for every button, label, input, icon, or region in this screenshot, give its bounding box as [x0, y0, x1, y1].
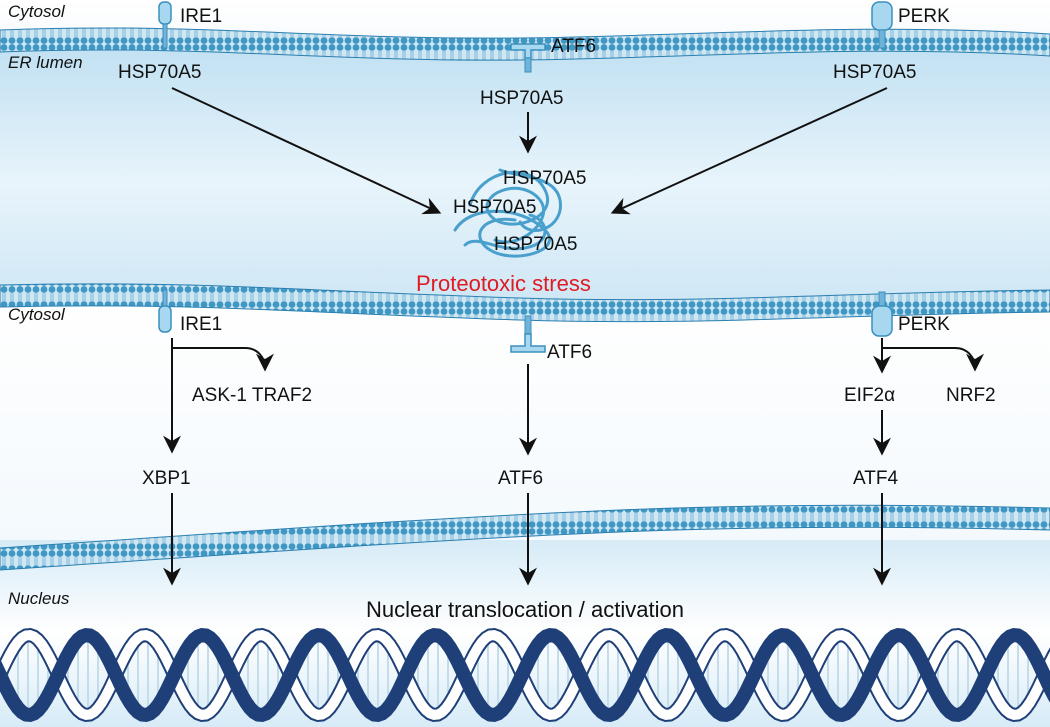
hsp70a5-right-label: HSP70A5 [833, 62, 916, 83]
nucleus-label: Nucleus [8, 589, 70, 608]
er-membrane-middle [0, 283, 1050, 323]
perk-mid-label: PERK [898, 314, 950, 335]
hsp70a5-left-label: HSP70A5 [118, 62, 201, 83]
arrow-perk-to-nrf2 [882, 347, 984, 372]
arrow-right-to-aggregate [610, 87, 888, 215]
atf6-top-label: ATF6 [551, 36, 596, 57]
atf4-label: ATF4 [853, 468, 898, 489]
proteotoxic-stress-label: Proteotoxic stress [416, 271, 591, 296]
hsp70a5-center-label: HSP70A5 [480, 88, 563, 109]
perk-top-label: PERK [898, 6, 950, 27]
ire1-sensor-top [158, 1, 172, 49]
atf6-sensor-top [510, 43, 546, 73]
xbp1-label: XBP1 [142, 468, 191, 489]
ire1-mid-label: IRE1 [180, 314, 222, 335]
perk-sensor-mid [871, 291, 893, 337]
atf6-active-label: ATF6 [498, 468, 543, 489]
arrow-left-to-aggregate [171, 87, 442, 215]
dna-strand-front [0, 630, 1050, 720]
atf6-mid-label: ATF6 [547, 342, 592, 363]
nuclear-translocation-label: Nuclear translocation / activation [366, 597, 684, 622]
ask1-traf2-label: ASK-1 TRAF2 [192, 385, 312, 406]
aggregate-hsp-1: HSP70A5 [503, 168, 586, 189]
dna-double-helix [0, 627, 1050, 723]
cytosol-mid-label: Cytosol [8, 305, 66, 324]
cytosol-top-label: Cytosol [8, 2, 66, 21]
ire1-top-label: IRE1 [180, 6, 222, 27]
aggregate-hsp-2: HSP70A5 [453, 197, 536, 218]
nrf2-label: NRF2 [946, 385, 996, 406]
aggregate-hsp-3: HSP70A5 [494, 234, 577, 255]
er-lumen-label: ER lumen [8, 53, 83, 72]
perk-sensor-top [871, 1, 893, 49]
nuclear-envelope [0, 504, 1050, 571]
ire1-sensor-mid [158, 289, 172, 333]
eif2a-label: EIF2α [844, 385, 895, 406]
misfolded-protein-aggregate [453, 168, 562, 258]
atf6-sensor-mid [510, 315, 546, 353]
arrow-ire1-to-ask1 [172, 347, 274, 372]
